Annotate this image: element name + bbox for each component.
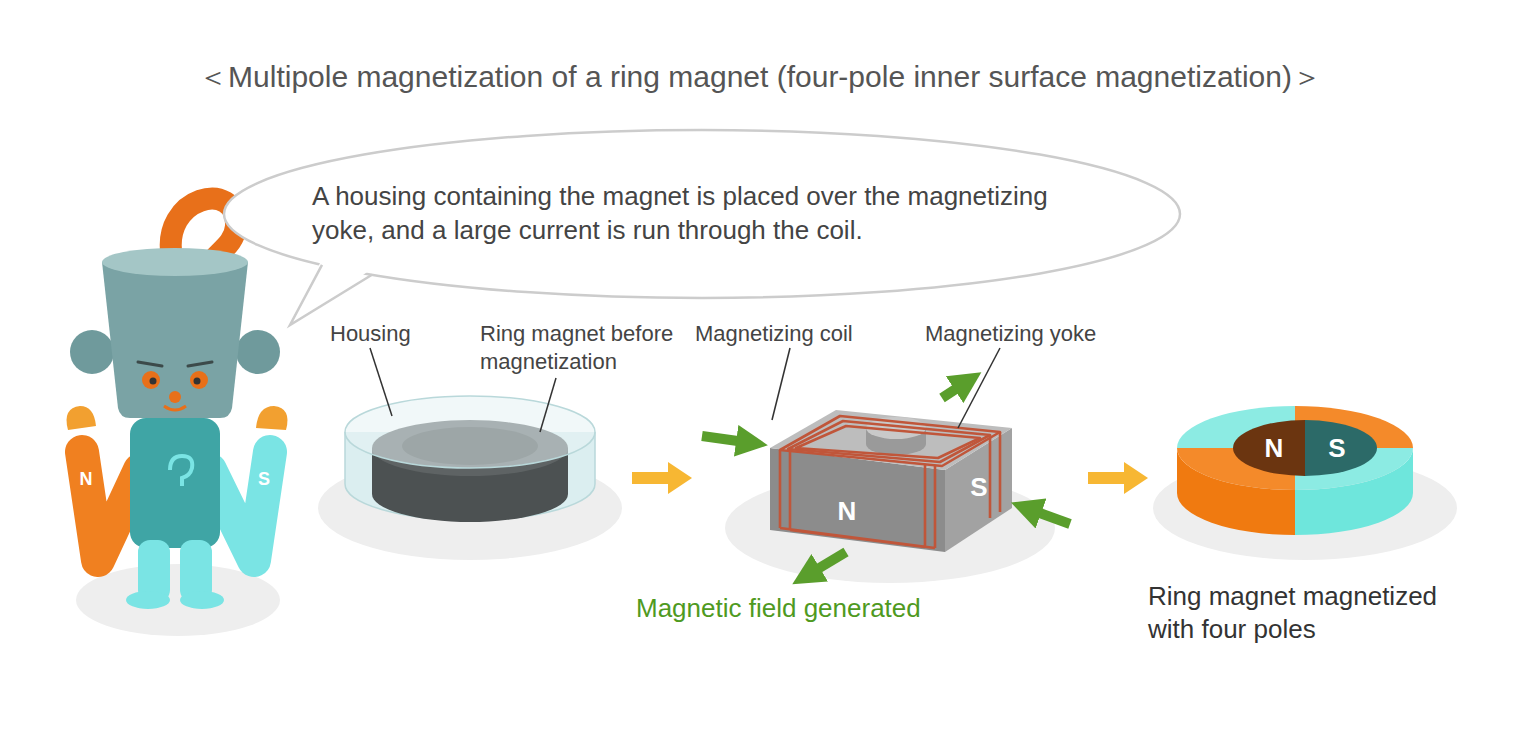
magnetized-ring xyxy=(1225,415,1385,485)
part-label: Housing xyxy=(330,320,411,348)
magnetizing-yoke xyxy=(780,450,935,548)
mascot-character xyxy=(236,330,280,374)
magnetizing-yoke xyxy=(1026,508,1070,524)
label-text: Magnetizing yoke xyxy=(925,321,1096,346)
label-text: Magnetic field generated xyxy=(636,593,921,623)
mascot-character xyxy=(194,378,201,385)
bubble-text: A housing containing the magnet is place… xyxy=(312,180,1112,248)
magnetizing-yoke xyxy=(942,381,968,398)
housing-with-magnet xyxy=(345,396,595,468)
magnetized-ring xyxy=(1225,415,1305,485)
pole-letter: N xyxy=(1265,432,1284,465)
mascot-character xyxy=(102,262,248,418)
label-text: S xyxy=(258,469,270,489)
hand-pole-letter: N xyxy=(80,468,93,491)
process-arrows xyxy=(1088,462,1148,494)
pole-letter: N xyxy=(838,495,857,528)
mascot-character xyxy=(188,362,212,366)
magnetizing-yoke xyxy=(780,416,1000,548)
magnetizing-yoke xyxy=(702,436,752,443)
mascot-character xyxy=(70,330,114,374)
label-text: N xyxy=(80,469,93,489)
bubble-ellipse xyxy=(224,130,1180,298)
mascot-character xyxy=(150,378,157,385)
housing-with-magnet xyxy=(370,348,392,416)
part-label: Magnetizing coil xyxy=(695,320,853,348)
mascot-character xyxy=(170,456,192,486)
field-label: Magnetic field generated xyxy=(636,592,921,625)
pole-letter: S xyxy=(1328,432,1345,465)
part-label: Ring magnet before magnetization xyxy=(480,320,715,376)
label-text: N xyxy=(1265,433,1284,463)
magnetized-ring xyxy=(1305,415,1385,485)
mascot-character xyxy=(256,406,288,430)
magnetizing-yoke xyxy=(796,426,980,458)
title-text: ＜Multipole magnetization of a ring magne… xyxy=(198,60,1322,93)
mascot-character xyxy=(180,591,224,609)
title: ＜Multipole magnetization of a ring magne… xyxy=(0,58,1520,96)
magnetizing-yoke xyxy=(770,410,1012,470)
pole-letter: S xyxy=(970,471,987,504)
mascot-character xyxy=(164,406,186,410)
label-text: Magnetizing coil xyxy=(695,321,853,346)
mascot-character xyxy=(130,418,220,548)
mascot-character xyxy=(102,248,248,276)
label-text: N xyxy=(838,496,857,526)
mascot-character xyxy=(169,391,181,403)
speech-bubble: A housing containing the magnet is place… xyxy=(222,128,1182,300)
label-text: Ring magnet magnetized with four poles xyxy=(1148,581,1437,644)
mascot-character xyxy=(190,371,208,389)
magnetizing-yoke xyxy=(990,432,1000,518)
process-arrows xyxy=(632,462,692,494)
housing-with-magnet xyxy=(540,378,556,432)
bubble-tail xyxy=(290,259,372,325)
label-text: S xyxy=(1328,433,1345,463)
magnetized-ring xyxy=(1170,400,1420,496)
mascot-character xyxy=(67,199,288,609)
part-label: Magnetizing yoke xyxy=(925,320,1096,348)
magnetizing-yoke xyxy=(702,381,1070,576)
label-text: Ring magnet before magnetization xyxy=(480,321,673,374)
mascot-character xyxy=(142,371,160,389)
mascot-character xyxy=(126,591,170,609)
bubble-outline xyxy=(222,128,1182,300)
mascot-character xyxy=(138,362,162,366)
magnetizing-yoke xyxy=(788,421,990,462)
magnetizing-yoke xyxy=(780,416,1000,466)
magnetizing-yoke xyxy=(806,552,846,576)
label-text: S xyxy=(970,472,987,502)
housing-with-magnet xyxy=(345,348,595,522)
hand-pole-letter: S xyxy=(258,468,270,491)
magnetized-ring xyxy=(1170,400,1420,535)
label-text: Housing xyxy=(330,321,411,346)
mascot-character xyxy=(67,406,97,430)
bubble-tail xyxy=(290,265,372,325)
magnetizing-yoke xyxy=(772,348,790,420)
result-label: Ring magnet magnetized with four poles xyxy=(1148,580,1488,647)
magnetizing-yoke xyxy=(702,348,1070,576)
